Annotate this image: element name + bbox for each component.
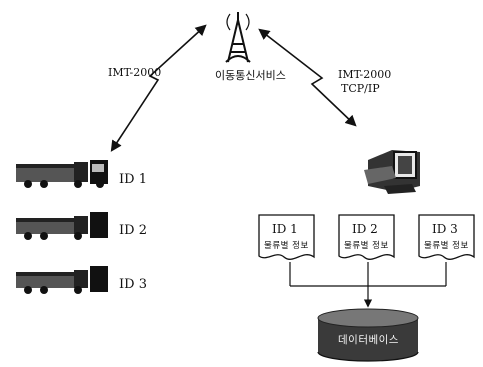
- document-info-label: 물류별 정보: [424, 242, 469, 251]
- document-info-label: 물류별 정보: [344, 242, 389, 251]
- truck-icon: [16, 160, 108, 188]
- document-id-label: ID 3: [432, 223, 458, 235]
- truck-icon: [16, 212, 108, 240]
- link-label-right-line1: IMT-2000: [338, 69, 391, 80]
- radio-tower-icon: [226, 12, 250, 62]
- document-info-label: 물류별 정보: [264, 242, 309, 251]
- vehicle-id-label: ID 3: [119, 278, 147, 291]
- document-id-label: ID 2: [352, 223, 378, 235]
- truck-icon: [16, 266, 108, 294]
- database-label: 데이터베이스: [338, 335, 399, 346]
- wireless-link-left: [112, 26, 205, 150]
- computer-workstation-icon: [364, 150, 420, 194]
- link-label-right-line2: TCP/IP: [341, 83, 380, 94]
- link-label-left: IMT-2000: [108, 67, 161, 78]
- vehicle-id-label: ID 2: [119, 224, 147, 237]
- document-id-label: ID 1: [272, 223, 298, 235]
- vehicle-id-label: ID 1: [119, 173, 147, 186]
- document-connector: [290, 262, 446, 306]
- tower-label: 이동통신서비스: [215, 70, 286, 81]
